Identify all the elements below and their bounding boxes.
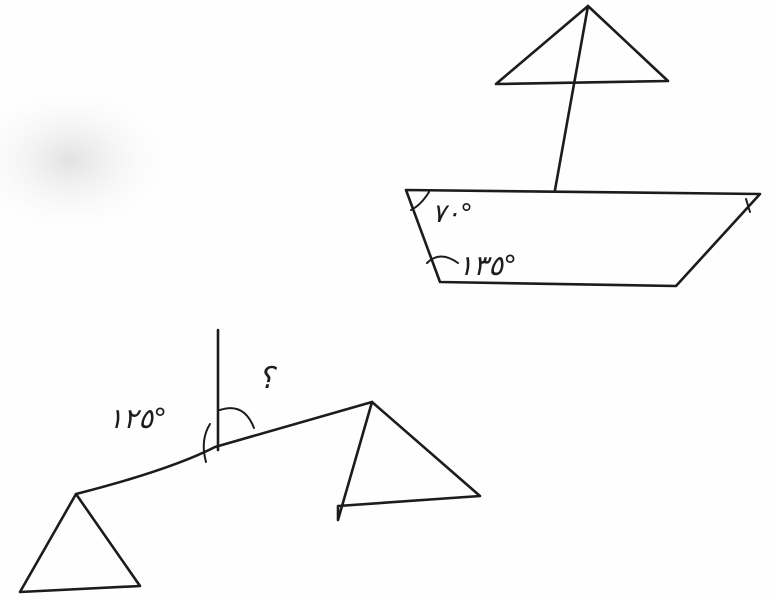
boat-figure: ٧٠° ١٣٥° [404, 4, 762, 288]
paper-smudge [0, 80, 180, 240]
bridge-right-triangle [336, 400, 482, 522]
boat-angle-arc-bottom [426, 255, 459, 264]
boat-angle-bottom-label: ١٣٥° [458, 249, 517, 282]
boat-hull-tick [745, 198, 751, 213]
boat-hull [404, 188, 762, 288]
bridge-angle-arc-left [202, 423, 211, 463]
bridge-left-triangle [18, 492, 142, 594]
bridge-angle-unknown-label: ؟ [258, 361, 277, 396]
boat-sail-triangle [494, 4, 670, 86]
boat-mast [553, 4, 590, 192]
bridge-angle-arc-right [219, 407, 255, 429]
boat-angle-arc-top [410, 191, 430, 211]
boat-angle-top-label: ٧٠° [432, 199, 473, 229]
bridge-figure: ١٢٥° ؟ [18, 328, 482, 594]
bridge-beam [74, 400, 374, 496]
bridge-angle-left-label: ١٢٥° [108, 402, 167, 435]
